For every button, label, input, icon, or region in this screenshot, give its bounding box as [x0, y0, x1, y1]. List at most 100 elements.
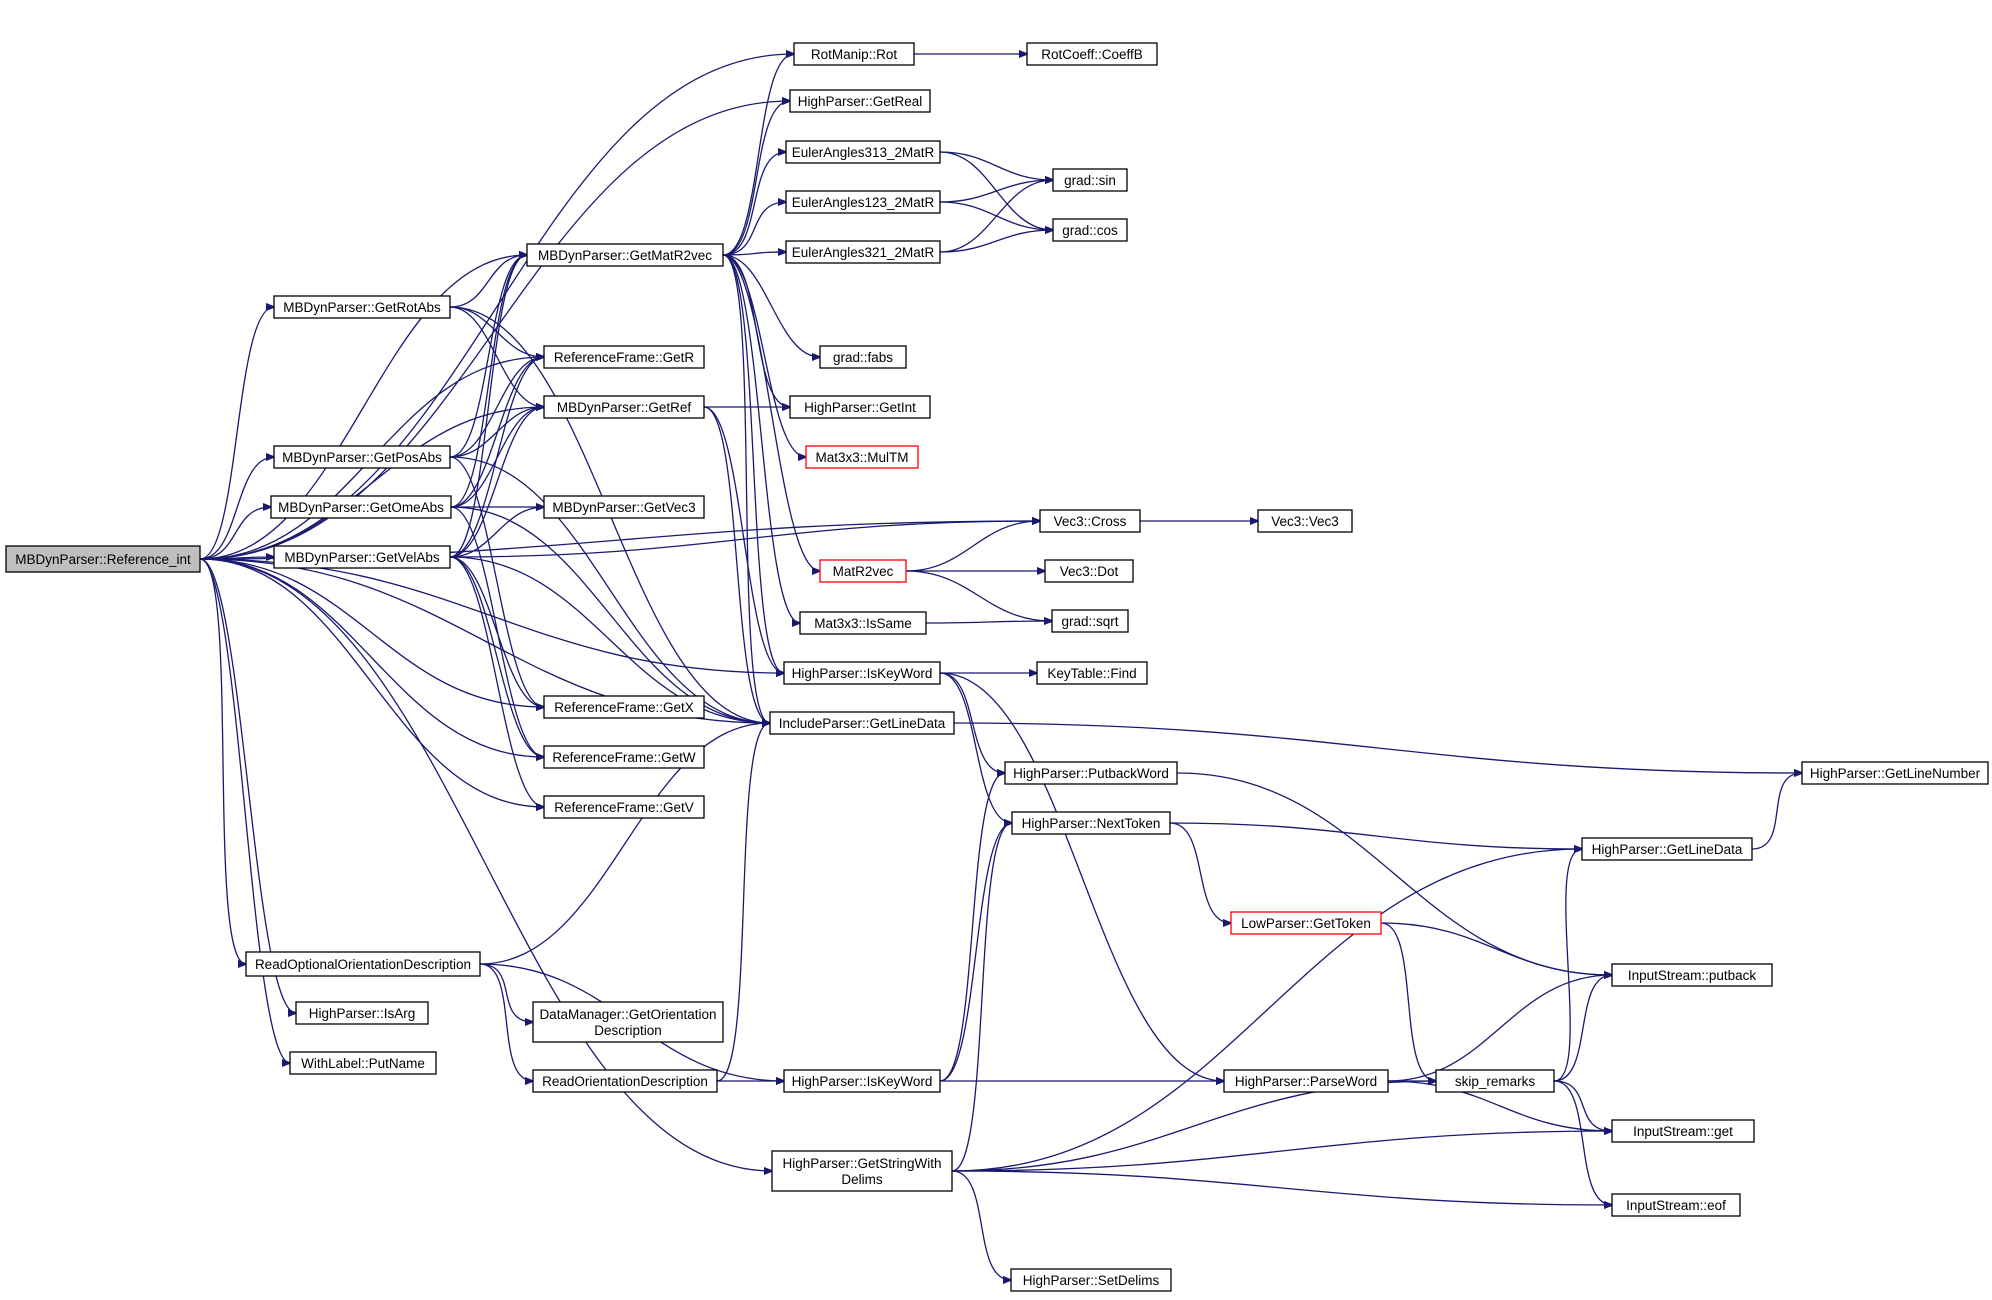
node-label: Vec3::Vec3	[1271, 514, 1339, 529]
graph-node-velabs[interactable]: MBDynParser::GetVelAbs	[273, 545, 451, 569]
graph-node-getx[interactable]: ReferenceFrame::GetX	[543, 695, 705, 719]
graph-node-multm[interactable]: Mat3x3::MulTM	[805, 445, 919, 469]
edge-matr2vec-to-incline	[722, 254, 770, 723]
edge-matr2vec-to-eu313	[722, 152, 786, 256]
graph-node-root[interactable]: MBDynParser::Reference_int	[5, 545, 201, 573]
graph-node-hline[interactable]: HighParser::GetLineData	[1581, 837, 1753, 861]
node-label: HighParser::NextToken	[1022, 816, 1161, 831]
graph-node-iseof[interactable]: InputStream::eof	[1611, 1193, 1741, 1217]
node-label: HighParser::IsKeyWord	[792, 1074, 933, 1089]
graph-node-getw[interactable]: ReferenceFrame::GetW	[543, 745, 705, 769]
node-box	[1044, 559, 1134, 583]
graph-node-linenum[interactable]: HighParser::GetLineNumber	[1801, 761, 1989, 785]
graph-node-issame[interactable]: Mat3x3::IsSame	[799, 611, 927, 635]
node-box	[819, 345, 907, 369]
graph-node-getv[interactable]: ReferenceFrame::GetV	[543, 795, 705, 819]
edge-matr2vecf-to-sqrt	[905, 570, 1052, 621]
edge-iskw2-to-nexttok	[939, 823, 1012, 1082]
node-label: ReferenceFrame::GetR	[554, 350, 695, 365]
graph-node-find[interactable]: KeyTable::Find	[1036, 661, 1148, 685]
edge-parseword-to-isget	[1387, 1080, 1612, 1131]
node-box	[532, 1069, 718, 1093]
graph-node-posabs[interactable]: MBDynParser::GetPosAbs	[273, 445, 451, 469]
graph-node-isget[interactable]: InputStream::get	[1611, 1119, 1755, 1143]
graph-node-rordesc[interactable]: ReadOrientationDescription	[532, 1069, 718, 1093]
graph-node-eu313[interactable]: EulerAngles313_2MatR	[785, 140, 941, 164]
edge-iskw1-to-nexttok	[939, 672, 1012, 823]
edge-layer	[199, 54, 1802, 1280]
edge-root-to-posabs	[199, 457, 274, 560]
edge-matr2vec-to-fabs	[722, 254, 820, 357]
graph-node-iskw1[interactable]: HighParser::IsKeyWord	[783, 661, 941, 685]
graph-node-skip[interactable]: skip_remarks	[1435, 1069, 1555, 1093]
graph-node-putback[interactable]: HighParser::PutbackWord	[1004, 761, 1178, 785]
graph-node-getref[interactable]: MBDynParser::GetRef	[543, 395, 705, 419]
graph-node-sin[interactable]: grad::sin	[1052, 168, 1128, 192]
graph-node-nexttok[interactable]: HighParser::NextToken	[1011, 811, 1171, 835]
node-box	[793, 42, 915, 66]
graph-node-cos[interactable]: grad::cos	[1052, 218, 1128, 242]
node-label: IncludeParser::GetLineData	[779, 716, 946, 731]
edge-skip-to-iseof	[1553, 1080, 1612, 1205]
node-box	[1039, 509, 1141, 533]
graph-node-getr[interactable]: ReferenceFrame::GetR	[543, 345, 705, 369]
edge-root-to-roptor	[199, 558, 246, 964]
edge-velabs-to-getvec3	[449, 507, 544, 558]
edge-eu313-to-sin	[939, 151, 1053, 180]
edge-nexttok-to-hline	[1169, 822, 1582, 849]
node-label: Description	[594, 1023, 662, 1038]
graph-node-setdelims[interactable]: HighParser::SetDelims	[1010, 1268, 1172, 1292]
edge-velabs-to-getv	[449, 556, 544, 807]
graph-node-parseword[interactable]: HighParser::ParseWord	[1223, 1069, 1389, 1093]
edge-omeabs-to-matr2vec	[450, 255, 527, 508]
graph-node-cross[interactable]: Vec3::Cross	[1039, 509, 1141, 533]
edge-strdelim-to-isget	[951, 1131, 1612, 1172]
graph-node-getreal[interactable]: HighParser::GetReal	[789, 89, 931, 113]
edge-root-to-rotmanip	[199, 54, 794, 560]
graph-node-matr2vec[interactable]: MBDynParser::GetMatR2vec	[526, 243, 724, 267]
graph-node-dot[interactable]: Vec3::Dot	[1044, 559, 1134, 583]
node-label: ReferenceFrame::GetX	[554, 700, 694, 715]
graph-node-vec3[interactable]: Vec3::Vec3	[1257, 509, 1353, 533]
graph-node-incline[interactable]: IncludeParser::GetLineData	[769, 711, 955, 735]
node-box	[771, 1150, 953, 1192]
graph-node-isputback[interactable]: InputStream::putback	[1611, 963, 1773, 987]
node-label: grad::cos	[1062, 223, 1118, 238]
graph-node-roptor[interactable]: ReadOptionalOrientationDescription	[245, 951, 481, 977]
edge-strdelim-to-skip	[951, 1081, 1436, 1172]
node-label: Vec3::Dot	[1060, 564, 1119, 579]
node-label: Mat3x3::IsSame	[814, 616, 912, 631]
edge-parseword-to-isputback	[1387, 975, 1612, 1082]
graph-node-rotabs[interactable]: MBDynParser::GetRotAbs	[273, 295, 451, 319]
graph-node-isarg[interactable]: HighParser::IsArg	[295, 1001, 429, 1025]
edge-strdelim-to-setdelims	[951, 1170, 1011, 1280]
edge-matr2vec-to-iskw1	[722, 254, 784, 673]
node-box	[543, 795, 705, 819]
node-label: MBDynParser::GetRef	[557, 400, 692, 415]
node-box	[789, 89, 931, 113]
graph-node-sqrt[interactable]: grad::sqrt	[1051, 609, 1129, 633]
graph-node-iskw2[interactable]: HighParser::IsKeyWord	[783, 1069, 941, 1093]
edge-posabs-to-incline	[449, 456, 770, 723]
graph-node-putname[interactable]: WithLabel::PutName	[289, 1051, 437, 1075]
graph-node-eu123[interactable]: EulerAngles123_2MatR	[785, 190, 941, 214]
edge-strdelim-to-hline	[951, 849, 1582, 1172]
graph-node-omeabs[interactable]: MBDynParser::GetOmeAbs	[270, 495, 452, 519]
node-label: MBDynParser::GetMatR2vec	[538, 248, 712, 263]
node-label: ReferenceFrame::GetW	[552, 750, 696, 765]
graph-node-eu321[interactable]: EulerAngles321_2MatR	[785, 240, 941, 264]
graph-node-getint[interactable]: HighParser::GetInt	[789, 395, 931, 419]
graph-node-fabs[interactable]: grad::fabs	[819, 345, 907, 369]
graph-node-rotmanip[interactable]: RotManip::Rot	[793, 42, 915, 66]
node-label: grad::sin	[1064, 173, 1116, 188]
edge-roptor-to-dmgetor	[479, 963, 533, 1022]
node-box	[1581, 837, 1753, 861]
node-label: HighParser::GetInt	[804, 400, 916, 415]
graph-node-matr2vecf[interactable]: MatR2vec	[819, 559, 907, 583]
graph-node-getvec3[interactable]: MBDynParser::GetVec3	[543, 495, 705, 519]
graph-node-coeffb[interactable]: RotCoeff::CoeffB	[1026, 42, 1158, 66]
graph-node-lowtok[interactable]: LowParser::GetToken	[1230, 911, 1382, 935]
